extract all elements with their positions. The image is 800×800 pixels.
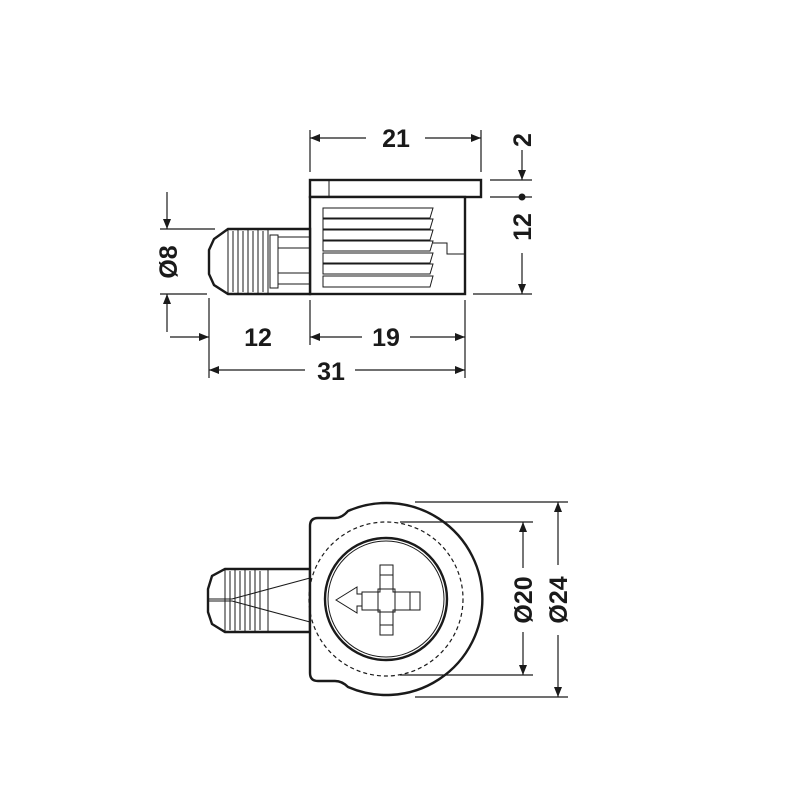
dowel-threads bbox=[232, 229, 269, 294]
dimension-cap-thickness: 2 bbox=[490, 133, 537, 201]
dim-label-19: 19 bbox=[372, 324, 400, 352]
dimension-dowel-length: 12 bbox=[170, 298, 272, 378]
dimension-outer-diameter: Ø24 bbox=[415, 501, 573, 698]
dim-label-31: 31 bbox=[317, 358, 345, 386]
housing-ribs bbox=[322, 207, 434, 288]
dowel-side bbox=[207, 227, 312, 296]
dim-label-diameter-24: Ø24 bbox=[545, 576, 573, 623]
side-view: 21 2 12 Ø8 12 bbox=[155, 125, 537, 386]
direction-arrow-icon bbox=[335, 586, 363, 614]
dimension-inner-diameter: Ø20 bbox=[400, 521, 538, 676]
dim-label-12-vertical: 12 bbox=[509, 213, 537, 241]
phillips-cross-recess-icon bbox=[361, 564, 421, 636]
cap-plate bbox=[308, 178, 483, 199]
housing-body bbox=[308, 195, 467, 296]
dim-label-12-horizontal: 12 bbox=[244, 324, 272, 352]
dimension-dowel-diameter: Ø8 bbox=[155, 192, 215, 332]
cam-head-inner bbox=[327, 540, 445, 658]
diameter-20-dashed-circle bbox=[308, 521, 464, 677]
dowel-threads-top bbox=[224, 569, 269, 632]
top-view: Ø20 Ø24 bbox=[206, 501, 573, 698]
cam-head-outer bbox=[323, 536, 449, 662]
dowel-top bbox=[206, 567, 312, 634]
dowel-slit bbox=[208, 577, 311, 623]
dimension-cap-width: 21 bbox=[309, 125, 482, 172]
dim-label-2: 2 bbox=[509, 133, 537, 147]
cam-housing bbox=[308, 501, 484, 697]
connector-housing bbox=[308, 178, 483, 296]
dim-label-diameter-20: Ø20 bbox=[510, 576, 538, 623]
dim-label-diameter-8: Ø8 bbox=[155, 245, 183, 278]
dim-label-21: 21 bbox=[382, 125, 410, 153]
dimension-overall-length: 31 bbox=[209, 358, 465, 386]
dimension-body-length: 19 bbox=[309, 300, 466, 378]
dimension-body-height: 12 bbox=[473, 213, 537, 295]
housing-notch bbox=[433, 242, 465, 255]
